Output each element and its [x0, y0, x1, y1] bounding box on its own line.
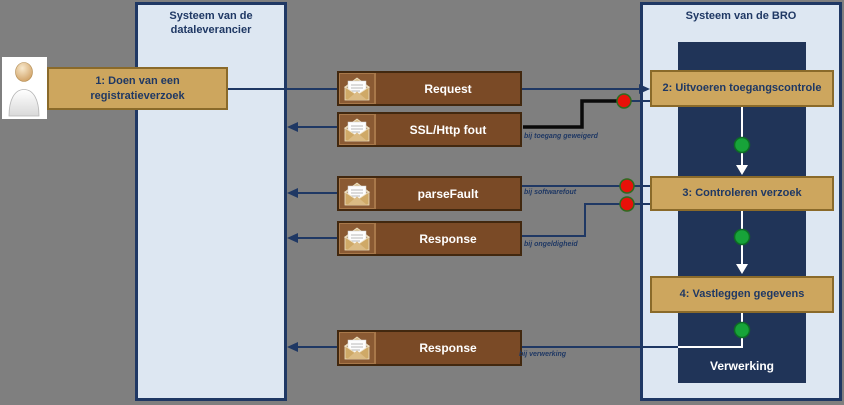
note-softwarefout: bij softwarefout — [524, 189, 577, 196]
parsefault-return-arrow — [287, 188, 337, 198]
message-label: Response — [419, 231, 477, 246]
lane-title-bro: Systeem van de BRO — [685, 10, 797, 22]
process-flow-4-out — [678, 313, 743, 348]
envelope-icon — [339, 73, 376, 104]
actor — [2, 57, 47, 119]
note-toegang-geweigerd: bij toegang geweigerd — [524, 133, 598, 140]
red-dot-toegang — [616, 93, 632, 109]
message-request: Request — [337, 71, 522, 106]
ssl-return-arrow — [287, 122, 337, 132]
verwerking-label: Verwerking — [709, 359, 775, 373]
error-path-response1 — [522, 203, 621, 237]
envelope-icon — [339, 178, 376, 209]
message-label: Request — [424, 81, 472, 96]
step-vastleggen-gegevens: 4: Vastleggen gegevens — [650, 276, 834, 313]
red-dot-softwarefout — [619, 178, 635, 194]
response1-return-arrow — [287, 233, 337, 243]
dot-connectors — [630, 100, 650, 205]
envelope-icon — [339, 114, 376, 145]
green-dot-3 — [733, 321, 751, 339]
note-ongeldigheid: bij ongeldigheid — [524, 241, 578, 248]
green-dot-1 — [733, 136, 751, 154]
step-controleren-verzoek: 3: Controleren verzoek — [650, 176, 834, 211]
message-label: SSL/Http fout — [409, 122, 487, 137]
step-uitvoeren-toegangscontrole: 2: Uitvoeren toegangscontrole — [650, 70, 834, 107]
note-verwerking: bij verwerking — [519, 351, 567, 358]
message-label: Response — [419, 341, 477, 355]
person-icon — [8, 62, 39, 117]
message-parsefault: parseFault — [337, 176, 522, 211]
message-ssl-http-fout: SSL/Http fout — [337, 112, 522, 147]
envelope-icon — [339, 223, 376, 254]
message-response-afkeur: Response — [337, 221, 522, 256]
lane-title-dataleverancier: Systeem van de dataleverancier — [169, 10, 253, 36]
error-path-toegang — [523, 99, 618, 129]
green-dot-2 — [733, 228, 751, 246]
envelope-icon — [339, 332, 376, 364]
red-dot-ongeldig — [619, 196, 635, 212]
step-doen-registratieverzoek: 1: Doen van een registratieverzoek — [47, 67, 228, 110]
message-label: parseFault — [417, 186, 479, 201]
message-response-verwerking: Response — [337, 330, 522, 366]
